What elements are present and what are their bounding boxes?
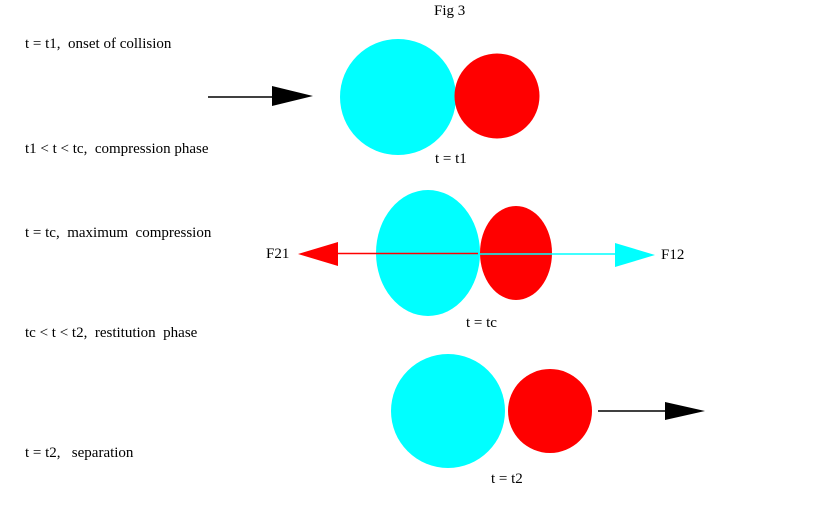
force-f21-arrowhead-icon [298, 242, 338, 266]
ball2-circle-onset [454, 53, 540, 139]
diagram-separation [391, 354, 705, 468]
diagram-onset [208, 39, 540, 155]
force-label-f21: F21 [266, 246, 290, 262]
phase-label-separation: t = t2, separation [25, 445, 134, 461]
diagram-max-compression [298, 190, 655, 316]
ball2-ellipse-compressed [480, 206, 552, 300]
ball1-circle-separation [391, 354, 505, 468]
ball1-circle-onset [340, 39, 456, 155]
phase-label-compression: t1 < t < tc, compression phase [25, 141, 209, 157]
incoming-velocity-arrowhead-icon [272, 86, 313, 106]
phase-label-onset: t = t1, onset of collision [25, 36, 172, 52]
force-label-f12: F12 [661, 247, 685, 263]
phase-label-restitution: tc < t < t2, restitution phase [25, 325, 198, 341]
caption-max-compression: t = tc [466, 315, 497, 331]
figure-title: Fig 3 [434, 3, 466, 19]
phase-label-max-compression: t = tc, maximum compression [25, 225, 212, 241]
outgoing-velocity-arrowhead-icon [665, 402, 705, 420]
caption-onset: t = t1 [435, 151, 467, 167]
ball2-circle-separation [508, 369, 592, 453]
force-f12-arrowhead-icon [615, 243, 655, 267]
caption-separation: t = t2 [491, 471, 523, 487]
